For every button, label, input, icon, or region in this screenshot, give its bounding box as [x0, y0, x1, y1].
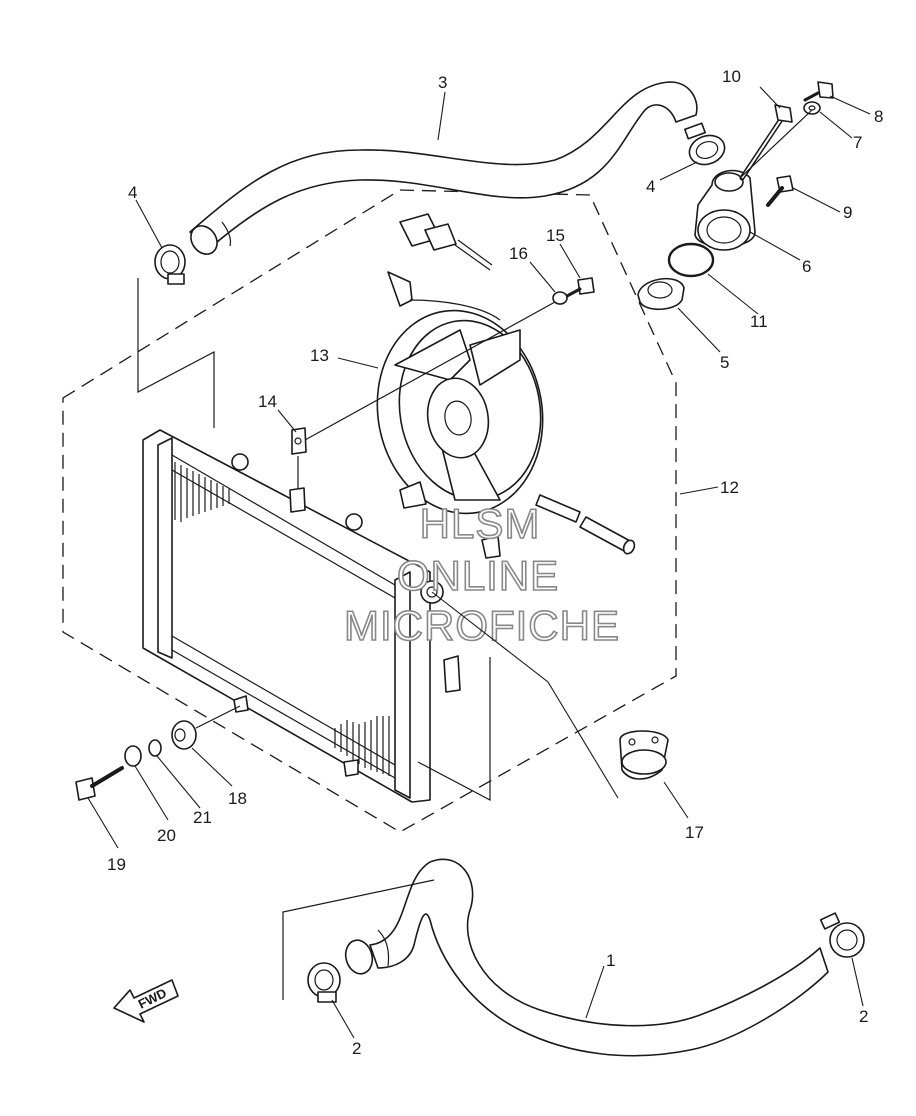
- callout-10: 10: [722, 67, 741, 86]
- connector-line-left: [137, 278, 215, 428]
- bolt-10[interactable]: [739, 104, 793, 181]
- grommet-18[interactable]: [171, 720, 197, 750]
- callout-1: 1: [606, 951, 615, 970]
- bolt-15[interactable]: [565, 277, 595, 298]
- watermark-line-1: HLSM: [420, 500, 541, 547]
- lower-hose-outline: [282, 879, 435, 1000]
- callout-14: 14: [258, 392, 277, 411]
- watermark-line-2: ONLINE: [397, 552, 559, 599]
- hose-clamp-upper[interactable]: [684, 122, 729, 169]
- callout-3: 3: [438, 73, 447, 92]
- callout-labels: 1 2 2 3 4 4 5 6 7 8 9 10 11 12 13 14 15 …: [107, 67, 883, 1058]
- radiator-core[interactable]: [142, 429, 461, 803]
- radiator-fins-lower: [334, 716, 390, 776]
- callout-7: 7: [853, 133, 862, 152]
- callout-13: 13: [310, 346, 329, 365]
- callout-8: 8: [874, 107, 883, 126]
- callout-2-right: 2: [859, 1007, 868, 1026]
- callout-15: 15: [546, 226, 565, 245]
- washer-16[interactable]: [552, 291, 568, 305]
- fwd-arrow-icon: FWD: [113, 979, 179, 1023]
- upper-radiator-hose[interactable]: [186, 81, 698, 259]
- bolt-9[interactable]: [766, 175, 794, 207]
- lower-radiator-hose[interactable]: [342, 858, 829, 1057]
- fan-assembly[interactable]: [362, 271, 559, 559]
- leader-lines: [87, 86, 871, 1039]
- callout-21: 21: [193, 808, 212, 827]
- callout-4-right: 4: [646, 177, 655, 196]
- callout-12: 12: [720, 478, 739, 497]
- radiator-cap[interactable]: [619, 730, 669, 780]
- collar-21[interactable]: [148, 739, 162, 757]
- watermark-line-3: MICROFICHE: [344, 602, 620, 649]
- fan-connector[interactable]: [399, 213, 493, 271]
- callout-9: 9: [843, 203, 852, 222]
- callout-16: 16: [509, 244, 528, 263]
- bracket-14[interactable]: [291, 427, 307, 455]
- washer-7[interactable]: [803, 101, 821, 115]
- watermark: HLSM ONLINE MICROFICHE: [343, 499, 620, 650]
- hose-clamp-left[interactable]: [154, 244, 186, 285]
- callout-4-left: 4: [128, 183, 137, 202]
- bolt-8[interactable]: [803, 81, 834, 102]
- thermostat-cover[interactable]: [694, 169, 756, 251]
- washer-20[interactable]: [124, 745, 142, 767]
- bolt-19[interactable]: [75, 766, 124, 801]
- callout-18: 18: [228, 789, 247, 808]
- hose-clamp-lower-left[interactable]: [307, 962, 341, 1003]
- thermostat[interactable]: [637, 277, 685, 311]
- o-ring[interactable]: [667, 242, 715, 278]
- overflow-pipe[interactable]: [535, 494, 636, 555]
- callout-5: 5: [720, 353, 729, 372]
- callout-6: 6: [802, 257, 811, 276]
- radiator-assembly-outline: [62, 189, 677, 833]
- radiator-fins-upper: [174, 462, 230, 522]
- hose-clamp-lower-right[interactable]: [819, 912, 865, 958]
- connector-line-right: [417, 657, 491, 801]
- callout-2-left: 2: [352, 1039, 361, 1058]
- callout-17: 17: [685, 823, 704, 842]
- callout-11: 11: [750, 312, 768, 331]
- callout-20: 20: [157, 826, 176, 845]
- callout-19: 19: [107, 855, 126, 874]
